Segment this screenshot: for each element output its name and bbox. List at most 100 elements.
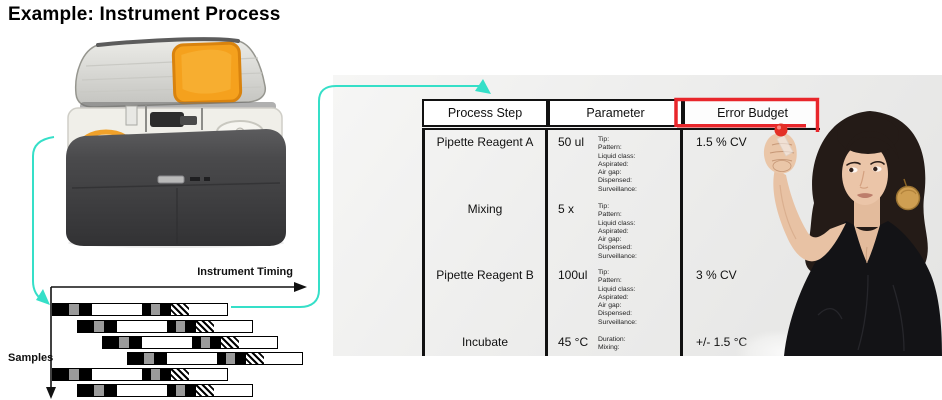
timing-segment-white <box>117 321 167 332</box>
instrument-lid-window <box>171 41 243 105</box>
timing-segment-white <box>189 369 227 380</box>
process-step-cell: Mixing <box>467 202 503 216</box>
instrument-cabinet <box>66 129 286 246</box>
x-axis-label: Instrument Timing <box>197 266 293 278</box>
y-axis-arrowhead <box>46 387 56 399</box>
instrument-hinge <box>80 102 276 111</box>
x-axis-arrowhead <box>294 282 307 292</box>
process-step-cell: Incubate <box>461 335 509 349</box>
timing-segment-white <box>92 369 142 380</box>
timing-segment-black <box>79 369 92 380</box>
timing-segment-black <box>53 369 69 380</box>
timing-segment-black <box>104 321 117 332</box>
instrument-analyzer-photo <box>66 37 286 248</box>
parameter-detail-labels: Tip:Pattern:Liquid class:Aspirated:Air g… <box>598 269 637 326</box>
timing-segment-white <box>92 304 142 315</box>
timing-segment-white <box>189 304 227 315</box>
instrument-cuvette-ring <box>216 120 264 144</box>
sample-timing-bar <box>77 384 253 397</box>
parameter-value: 5 x <box>558 202 575 216</box>
timing-segment-white <box>214 321 252 332</box>
timing-segment-gray <box>69 304 79 315</box>
timing-segment-black <box>78 321 94 332</box>
timing-segment-black <box>185 321 196 332</box>
timing-segment-black <box>142 369 151 380</box>
instrument-shadow <box>68 238 284 248</box>
sample-timing-bar <box>52 368 228 381</box>
timing-segment-black <box>192 337 201 348</box>
slide-title: Example: Instrument Process <box>8 4 281 25</box>
timing-segment-white <box>117 385 167 396</box>
timing-segment-white <box>142 337 192 348</box>
timing-segment-black <box>235 353 246 364</box>
timing-segment-white <box>239 337 277 348</box>
process-step-cell: Pipette Reagent A <box>436 135 534 149</box>
timing-segment-gray <box>201 337 210 348</box>
timing-segment-hatch <box>196 385 214 396</box>
error-budget-cell: +/- 1.5 °C <box>696 335 748 349</box>
timing-segment-black <box>53 304 69 315</box>
timing-segment-hatch <box>171 304 189 315</box>
timing-segment-gray <box>94 321 104 332</box>
parameter-cell: 45 °C Duration:Mixing: <box>548 330 680 358</box>
timing-segment-black <box>160 304 171 315</box>
instrument-open-lid <box>74 38 267 108</box>
timing-segment-gray <box>69 369 79 380</box>
timing-segment-black <box>160 369 171 380</box>
timing-segment-black <box>167 321 176 332</box>
instrument-sample-carousel <box>142 135 198 163</box>
instrument-latch <box>157 175 185 184</box>
timing-segment-gray <box>226 353 235 364</box>
y-axis-label: Samples <box>8 352 54 364</box>
connector-arrowhead-timeline <box>36 289 50 305</box>
parameter-detail-labels: Tip:Pattern:Liquid class:Aspirated:Air g… <box>598 203 637 260</box>
parameter-detail-labels: Duration:Mixing: <box>598 336 626 352</box>
timing-segment-black <box>103 337 119 348</box>
error-budget-cell: 3 % CV <box>696 268 737 282</box>
instrument-yellow-tag <box>259 140 275 146</box>
timing-segment-gray <box>151 369 160 380</box>
timing-segment-black <box>185 385 196 396</box>
error-budget-cell <box>683 197 820 263</box>
parameter-value: 100ul <box>558 268 588 282</box>
timing-segment-gray <box>119 337 129 348</box>
table-header-error-budget: Error Budget <box>683 99 820 127</box>
timing-segment-hatch <box>246 353 264 364</box>
instrument-deck <box>67 107 283 181</box>
timing-segment-black <box>167 385 176 396</box>
timing-segment-black <box>129 337 142 348</box>
parameter-cell: 100ul Tip:Pattern:Liquid class:Aspirated:… <box>548 263 680 330</box>
parameter-value: 45 °C <box>558 335 589 349</box>
timing-segment-white <box>264 353 302 364</box>
timing-segment-black <box>217 353 226 364</box>
error-budget-cell: 1.5 % CV <box>696 135 747 149</box>
table-column-parameter: 50 ul Tip:Pattern:Liquid class:Aspirated:… <box>548 130 683 356</box>
sample-timing-bar <box>77 320 253 333</box>
timing-segment-gray <box>176 385 185 396</box>
timing-segment-black <box>154 353 167 364</box>
timing-segment-black <box>210 337 221 348</box>
timing-segment-gray <box>94 385 104 396</box>
sample-timing-bar <box>102 336 278 349</box>
timing-segment-hatch <box>196 321 214 332</box>
timing-segment-gray <box>144 353 154 364</box>
timing-segment-hatch <box>171 369 189 380</box>
timing-segment-gray <box>176 321 185 332</box>
timing-segment-black <box>78 385 94 396</box>
sample-timing-bar <box>52 303 228 316</box>
process-step-cell: Pipette Reagent B <box>436 268 534 282</box>
timing-segment-white <box>214 385 252 396</box>
timing-segment-black <box>79 304 92 315</box>
timing-segment-black <box>142 304 151 315</box>
timing-segment-black <box>104 385 117 396</box>
connector-instrument-to-timeline <box>32 136 55 302</box>
instrument-reagent-carousel <box>77 129 135 167</box>
timing-segment-gray <box>151 304 160 315</box>
parameter-value: 50 ul <box>558 135 585 149</box>
instrument-pipettor-arm <box>150 112 184 127</box>
parameter-cell: 5 x Tip:Pattern:Liquid class:Aspirated:Ai… <box>548 197 680 263</box>
